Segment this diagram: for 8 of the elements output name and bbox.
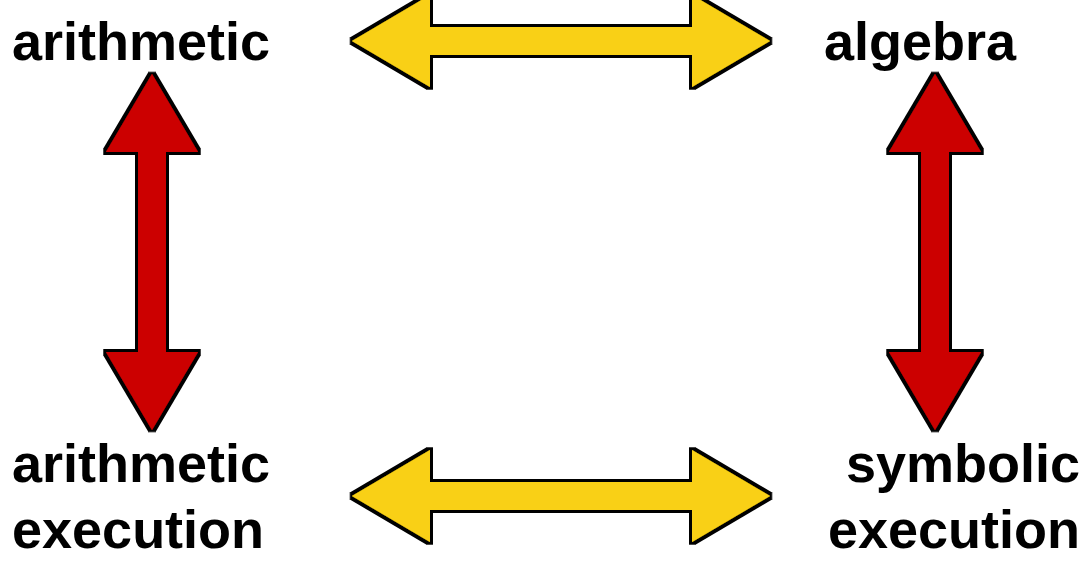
double-arrow [106, 74, 198, 430]
node-label: arithmetic [12, 8, 352, 74]
double-arrow [889, 74, 981, 430]
double-arrow [352, 0, 770, 87]
node-label: algebra [770, 8, 1070, 74]
node-label: arithmetic execution [12, 430, 352, 562]
node-label: symbolic execution [770, 430, 1080, 562]
double-arrow [352, 450, 770, 542]
